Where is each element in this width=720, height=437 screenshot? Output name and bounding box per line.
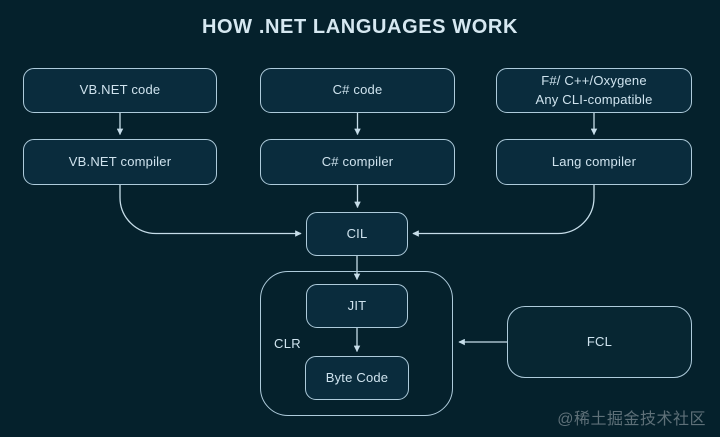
node-label: Lang compiler [551, 153, 637, 169]
clr-container [260, 271, 453, 416]
node-csharp-code: C# code [260, 68, 455, 113]
node-label: C# compiler [321, 153, 394, 169]
node-vb-net-compiler: VB.NET compiler [23, 139, 217, 185]
clr-label: CLR [274, 336, 301, 351]
node-label: Byte Code [325, 369, 389, 385]
arrow-lang-compiler-to-cil [412, 185, 595, 237]
diagram-title: HOW .NET LANGUAGES WORK [201, 16, 518, 38]
watermark: @稀土掘金技术社区 [557, 411, 706, 428]
node-jit: JIT [306, 284, 408, 328]
node-label: VB.NET code [79, 82, 161, 98]
node-label: FCL [586, 333, 613, 349]
node-label-line2: Any CLI-compatible [535, 91, 653, 107]
node-byte-code: Byte Code [305, 356, 409, 400]
node-csharp-compiler: C# compiler [260, 139, 455, 185]
node-vb-net-code: VB.NET code [23, 68, 217, 113]
arrow-vb-compiler-to-cil [119, 185, 302, 237]
node-label-line1: F#/ C++/Oxygene [541, 72, 647, 88]
node-label: C# code [332, 82, 383, 98]
node-label: JIT [347, 297, 367, 313]
node-lang-compiler: Lang compiler [496, 139, 692, 185]
node-label: CIL [346, 225, 368, 241]
node-label: VB.NET compiler [68, 153, 172, 169]
node-cil: CIL [306, 212, 408, 256]
node-fcl: FCL [507, 306, 692, 378]
node-any-cli-code: F#/ C++/Oxygene Any CLI-compatible [496, 68, 692, 113]
